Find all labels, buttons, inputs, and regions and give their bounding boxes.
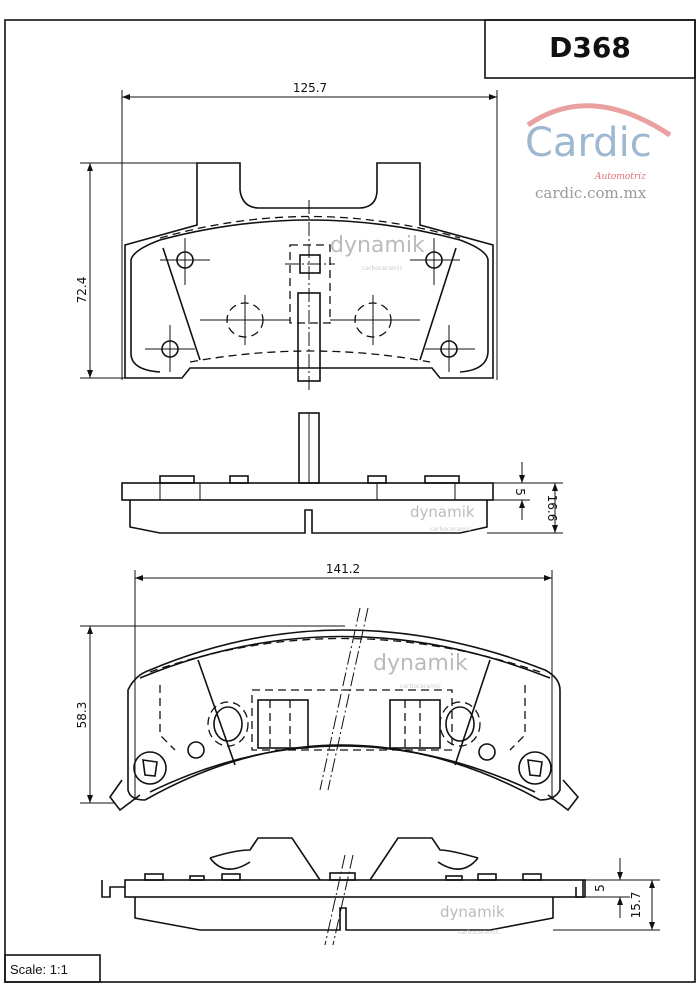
dynamik-watermark-1: dynamik carboceramic [330,233,425,272]
watermark-subtitle: carboceramic [430,526,471,533]
brand-name: Cardic [525,120,652,166]
part-number: D368 [549,31,631,64]
watermark-subtitle: carboceramic [400,683,441,690]
brand-subtitle: Automotriz [594,172,646,182]
watermark-name: dynamik [440,903,505,921]
top-side-view: 5 16.6 [121,412,563,534]
dim-top-total-thickness: 16.6 [545,495,559,522]
watermark-subtitle: carboceramic [458,929,499,936]
scale-box [4,954,101,983]
bottom-view: 141.2 58.3 [75,562,580,812]
title-box [484,19,696,79]
dim-top-backing-thickness: 5 [513,488,527,496]
brand-website: cardic.com.mx [535,184,647,202]
dynamik-watermark-4: dynamik carboceramic [440,903,505,936]
watermark-subtitle: carboceramic [362,265,403,272]
dynamik-watermark-2: dynamik carboceramic [410,503,475,533]
watermark-name: dynamik [373,651,468,676]
watermark-name: dynamik [410,503,475,521]
cardic-logo: Cardic Automotriz cardic.com.mx [525,103,672,202]
dim-bottom-total-thickness: 15.7 [629,892,643,919]
dim-top-width: 125.7 [293,81,327,95]
watermark-name: dynamik [330,233,425,258]
drawing-frame [4,19,696,983]
top-view: 125.7 72.4 [75,81,498,392]
dim-bottom-width: 141.2 [326,562,360,576]
dim-top-height: 72.4 [75,277,89,304]
dim-bottom-height: 58.3 [75,702,89,729]
bottom-side-view: 5 15.7 [101,837,660,946]
dynamik-watermark-3: dynamik carboceramic [373,651,468,690]
dim-bottom-backing-thickness: 5 [593,884,607,892]
scale-label: Scale: 1:1 [10,962,68,977]
